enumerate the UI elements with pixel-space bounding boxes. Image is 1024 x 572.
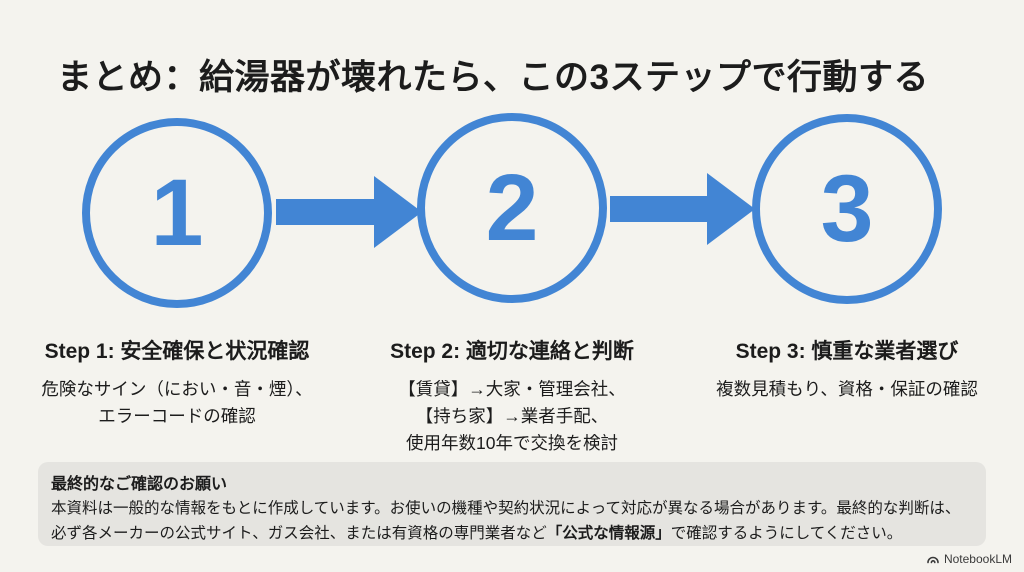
disclaimer-box: 最終的なご確認のお願い 本資料は一般的な情報をもとに作成しています。お使いの機種… [38, 462, 986, 546]
step-3-description: Step 3: 慎重な業者選び 複数見積もり、資格・保証の確認 [687, 335, 1007, 403]
arrow-1-icon [276, 199, 376, 225]
step-2-line: 使用年数10年で交換を検討 [406, 433, 618, 453]
arrow-1-head-icon [374, 176, 422, 248]
step-1-number: 1 [150, 159, 204, 266]
arrow-2-head-icon [707, 173, 755, 245]
step-2-line: 【賃貸】→大家・管理会社、 [398, 379, 626, 399]
step-3-number: 3 [820, 155, 874, 262]
disclaimer-line-2: 必ず各メーカーの公式サイト、ガス会社、または有資格の専門業者など「公式な情報源」… [51, 522, 973, 547]
step-1-description: Step 1: 安全確保と状況確認 危険なサイン（におい・音・煙）、 エラーコー… [22, 335, 332, 430]
notebooklm-label: NotebookLM [943, 552, 1012, 566]
disclaimer-title: 最終的なご確認のお願い [51, 476, 228, 493]
notebooklm-logo-icon [927, 556, 939, 564]
slide-title: まとめ：給湯器が壊れたら、この3ステップで行動する [57, 58, 929, 97]
arrow-2-icon [610, 196, 709, 222]
step-1-circle: 1 [82, 118, 272, 308]
disclaimer-line-1: 本資料は一般的な情報をもとに作成しています。お使いの機種や契約状況によって対応が… [51, 500, 961, 517]
step-3-circle: 3 [752, 114, 942, 304]
step-2-circle: 2 [417, 113, 607, 303]
notebooklm-watermark: NotebookLM [926, 552, 1012, 566]
disclaimer-line-2-emphasis: 「公式な情報源」 [546, 524, 671, 542]
step-1-line: 危険なサイン（におい・音・煙）、 [41, 379, 313, 399]
step-2-number: 2 [485, 154, 539, 261]
disclaimer-line-2-tail: で確認するようにしてください。 [670, 524, 903, 542]
step-1-heading: Step 1: 安全確保と状況確認 [44, 340, 310, 363]
step-2-line: 【持ち家】→業者手配、 [415, 406, 609, 426]
step-3-line: 複数見積もり、資格・保証の確認 [716, 379, 978, 399]
step-1-line: エラーコードの確認 [98, 406, 256, 426]
disclaimer-line-2-text: 必ず各メーカーの公式サイト、ガス会社、または有資格の専門業者など [51, 524, 547, 542]
step-3-heading: Step 3: 慎重な業者選び [735, 340, 959, 363]
step-2-description: Step 2: 適切な連絡と判断 【賃貸】→大家・管理会社、 【持ち家】→業者手… [362, 335, 662, 457]
step-2-heading: Step 2: 適切な連絡と判断 [390, 340, 634, 363]
